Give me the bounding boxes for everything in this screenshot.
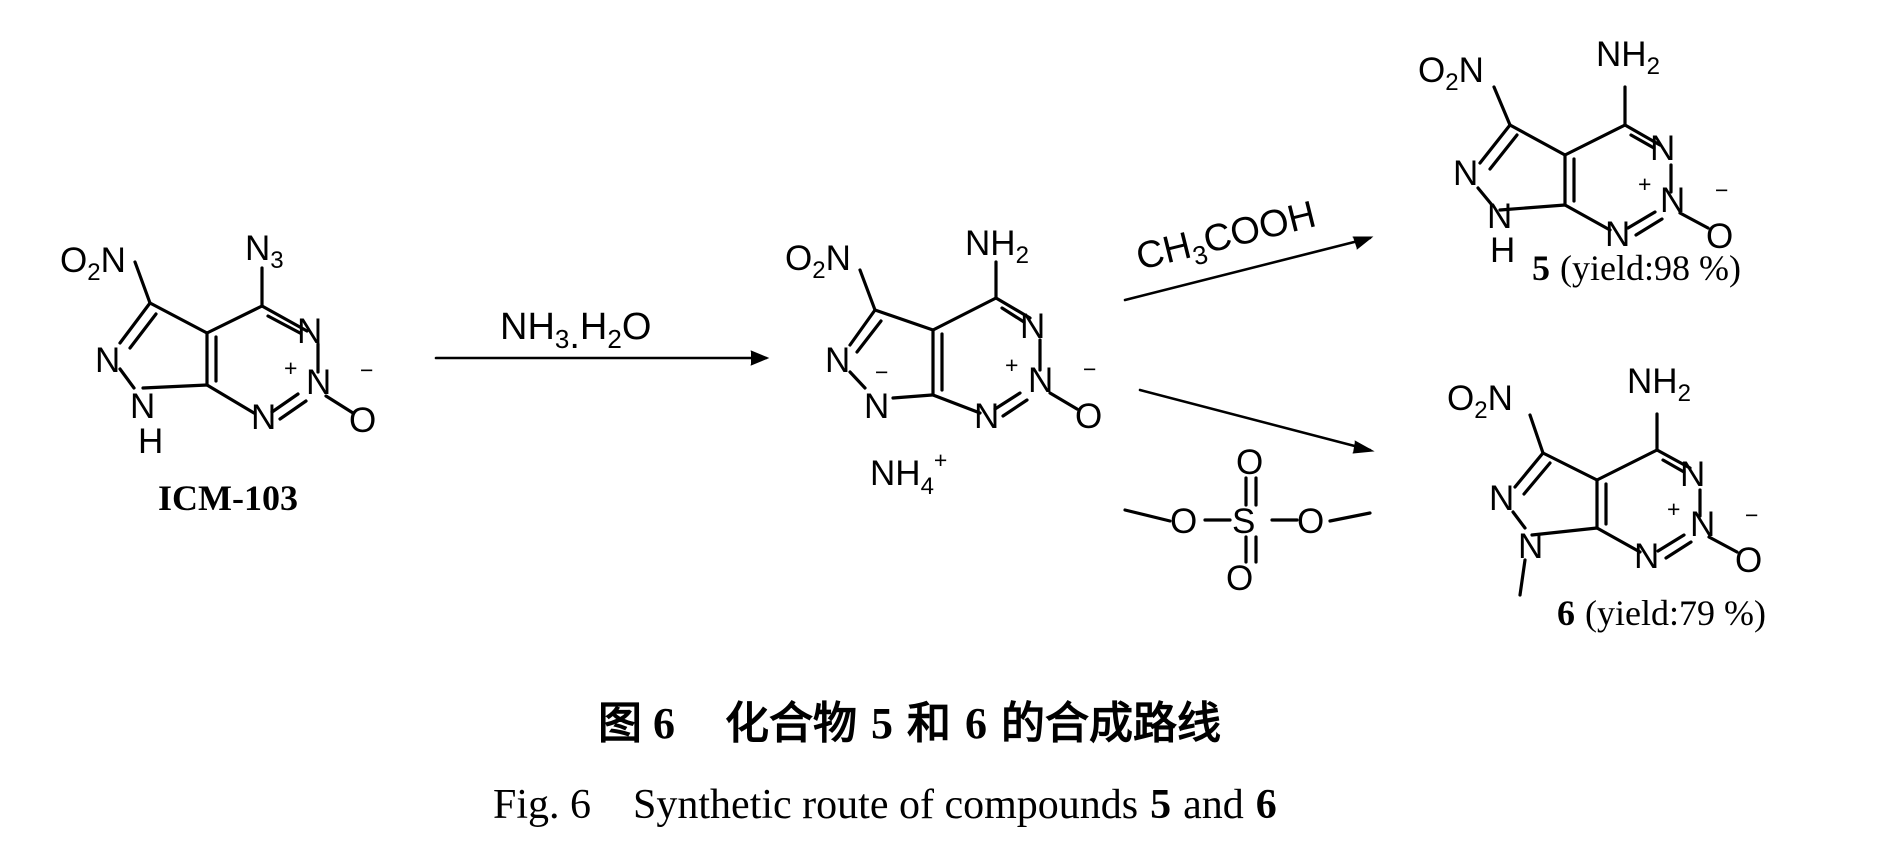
svg-text:N: N [1634, 537, 1659, 576]
svg-text:O2N: O2N [1418, 51, 1484, 96]
svg-text:S: S [1232, 502, 1255, 541]
svg-text:+: + [1638, 171, 1651, 197]
o2n-atom-o: O [60, 241, 87, 280]
svg-text:O: O [1236, 443, 1263, 482]
reaction-step-2a: CH3COOH [1123, 194, 1374, 302]
svg-text:N: N [1605, 215, 1630, 254]
svg-text:N3: N3 [245, 229, 284, 274]
svg-text:N: N [1453, 154, 1478, 193]
reagent-dimethyl-sulfate: O S O O O [1123, 443, 1372, 598]
svg-text:H: H [1490, 231, 1515, 270]
reaction-arrow-2b [1138, 388, 1372, 452]
svg-text:O: O [1735, 541, 1762, 580]
svg-text:+: + [1005, 352, 1018, 378]
compound-6-label: 6(yield:79 %) [1557, 593, 1766, 633]
n3-atom: N [245, 229, 270, 268]
compound-label-icm-103: ICM-103 [158, 478, 298, 518]
svg-text:N: N [1518, 527, 1543, 566]
svg-text:N: N [1680, 455, 1705, 494]
compound-ammonium-salt: O2N NH2 N N + − O N N − N NH4+ [785, 224, 1102, 500]
compound-5-label: 5(yield:98 %) [1532, 248, 1741, 288]
compound-5: O2N NH2 N N + − O N N N H 5(yield:98 %) [1418, 35, 1741, 288]
o2n-atom-sub: 2 [87, 259, 100, 286]
svg-text:O2N: O2N [1447, 379, 1513, 424]
compound-icm-103: O2N N3 N N + − O N N N H ICM-103 [60, 229, 376, 518]
svg-text:−: − [875, 359, 888, 385]
svg-text:N: N [1489, 479, 1514, 518]
svg-text:O: O [1075, 397, 1102, 436]
svg-text:O: O [1170, 502, 1197, 541]
svg-text:−: − [1715, 177, 1728, 203]
atom-n: N [297, 312, 322, 351]
plus-charge: + [284, 355, 297, 381]
reaction-step-2b: O S O O O [1123, 388, 1375, 598]
svg-text:N: N [1660, 181, 1685, 220]
svg-text:N: N [825, 341, 850, 380]
svg-text:−: − [1083, 356, 1096, 382]
svg-text:NH2: NH2 [1596, 35, 1660, 80]
svg-text:N: N [1020, 307, 1045, 346]
atom-n: N [130, 387, 155, 426]
svg-text:N: N [1650, 129, 1675, 168]
atom-o: O [349, 401, 376, 440]
svg-text:N: N [1487, 197, 1512, 236]
svg-text:NH2: NH2 [1627, 362, 1691, 407]
svg-text:+: + [1667, 496, 1680, 522]
reaction-arrow-2a [1123, 236, 1372, 302]
svg-text:NH2: NH2 [965, 224, 1029, 269]
reagent-acetic-acid: CH3COOH [1132, 194, 1322, 285]
ammonium-counterion: NH4+ [870, 447, 947, 500]
svg-text:O: O [1706, 217, 1733, 256]
svg-text:O2N: O2N [785, 239, 851, 284]
atom-n: N [251, 398, 276, 437]
svg-text:O: O [1297, 502, 1324, 541]
n3-atom-sub: 3 [270, 247, 283, 274]
o2n-atom-n: N [101, 241, 126, 280]
reagent-ammonia-water: NH3.H2O [500, 306, 651, 357]
svg-text:N: N [1690, 505, 1715, 544]
atom-n-plus: N [306, 363, 331, 402]
reaction-step-1: NH3.H2O [434, 306, 770, 366]
svg-text:−: − [1745, 502, 1758, 528]
svg-text:N: N [1028, 361, 1053, 400]
atom-n: N [95, 341, 120, 380]
svg-text:O2N: O2N [60, 241, 126, 286]
svg-text:N: N [864, 387, 889, 426]
svg-text:N: N [974, 397, 999, 436]
minus-charge: − [360, 357, 373, 383]
compound-6: O2N NH2 N N + − O N N N 6(yield:79 %) [1447, 362, 1766, 633]
atom-h: H [138, 422, 163, 461]
svg-text:O: O [1226, 559, 1253, 598]
